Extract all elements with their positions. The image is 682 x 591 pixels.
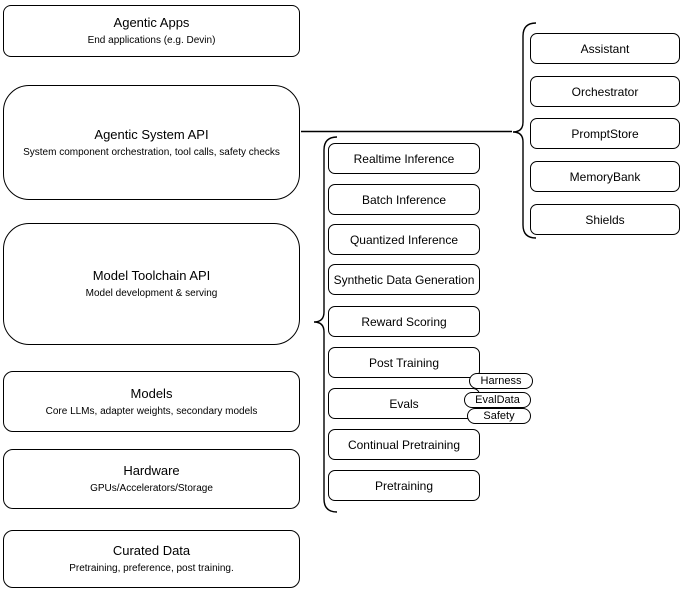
curated-data-title: Curated Data [112, 543, 191, 558]
node-evals: Evals [328, 388, 480, 419]
curated-data-box: Curated Data Pretraining, preference, po… [3, 530, 300, 588]
node-promptstore: PromptStore [530, 118, 680, 149]
model-toolchain-api-title: Model Toolchain API [92, 268, 211, 283]
agentic-apps-subtitle: End applications (e.g. Devin) [87, 35, 216, 46]
hardware-title: Hardware [123, 463, 180, 478]
node-post-training: Post Training [328, 347, 480, 378]
node-realtime-inference: Realtime Inference [328, 143, 480, 174]
node-quantized-inference: Quantized Inference [328, 224, 480, 255]
agentic-system-api-title: Agentic System API [94, 126, 209, 142]
model-toolchain-api-subtitle: Model development & serving [85, 288, 218, 299]
tag-evaldata: EvalData [464, 392, 531, 408]
node-continual-pretraining: Continual Pretraining [328, 429, 480, 460]
node-memorybank: MemoryBank [530, 161, 680, 192]
hardware-subtitle: GPUs/Accelerators/Storage [90, 483, 213, 494]
hardware-box: Hardware GPUs/Accelerators/Storage [3, 449, 300, 509]
agentic-apps-title: Agentic Apps [113, 15, 190, 30]
model-toolchain-api-box: Model Toolchain API Model development & … [3, 223, 300, 345]
agentic-apps-box: Agentic Apps End applications (e.g. Devi… [3, 5, 300, 57]
toolchain-brace [313, 136, 338, 513]
node-orchestrator: Orchestrator [530, 76, 680, 107]
tag-harness: Harness [469, 373, 533, 389]
node-synthetic-data-generation: Synthetic Data Generation [328, 264, 480, 295]
models-box: Models Core LLMs, adapter weights, secon… [3, 371, 300, 432]
node-pretraining: Pretraining [328, 470, 480, 501]
curated-data-subtitle: Pretraining, preference, post training. [69, 563, 234, 574]
node-shields: Shields [530, 204, 680, 235]
node-reward-scoring: Reward Scoring [328, 306, 480, 337]
tag-safety: Safety [467, 408, 531, 424]
system-brace [512, 22, 537, 239]
models-subtitle: Core LLMs, adapter weights, secondary mo… [45, 405, 258, 417]
agentic-system-api-subtitle: System component orchestration, tool cal… [23, 146, 280, 158]
models-title: Models [130, 385, 173, 401]
node-batch-inference: Batch Inference [328, 184, 480, 215]
agentic-system-api-box: Agentic System API System component orch… [3, 85, 300, 200]
node-assistant: Assistant [530, 33, 680, 64]
